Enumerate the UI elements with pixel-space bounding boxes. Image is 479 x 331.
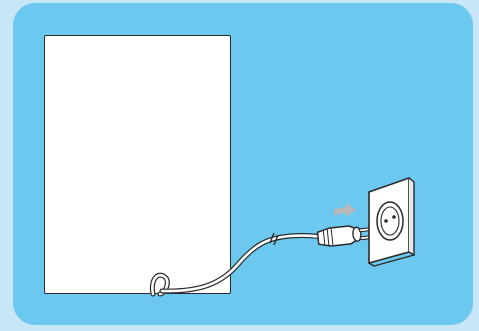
wall-socket [369,178,414,266]
power-plug [317,224,373,248]
insert-arrow-icon [334,203,356,217]
power-cord [152,233,322,294]
